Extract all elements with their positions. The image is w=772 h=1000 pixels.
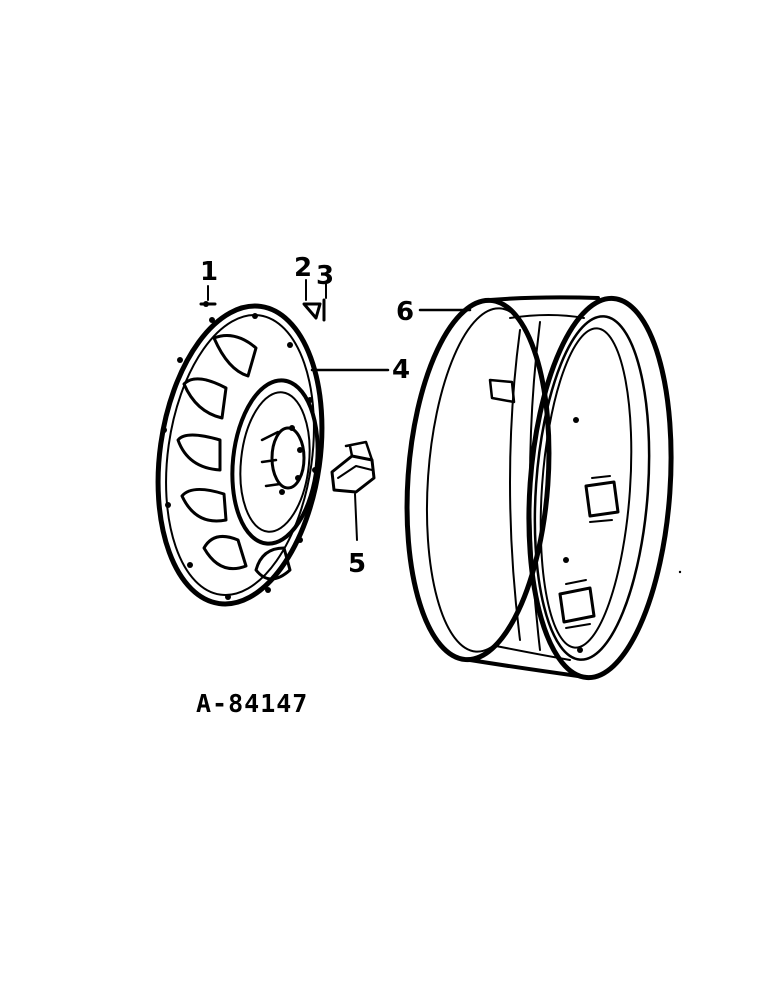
callout-3: 3	[316, 261, 334, 291]
callout-5: 5	[348, 549, 366, 579]
clamp-part	[330, 440, 376, 541]
figure-id: A-84147	[196, 689, 308, 718]
leader-lines	[310, 308, 472, 372]
nut-washer-part	[302, 279, 327, 322]
callout-2: 2	[294, 253, 312, 283]
speck-mark	[678, 570, 682, 574]
callout-4: 4	[392, 355, 410, 385]
disc-rivets	[161, 313, 318, 600]
disc-spoke-windows	[176, 334, 292, 581]
callout-labels: 1 2 3 4 5 6	[200, 253, 414, 579]
wheel-disc-part	[155, 303, 325, 607]
callout-6: 6	[396, 297, 414, 327]
callout-1: 1	[200, 257, 218, 287]
wheel-rim-part	[404, 295, 674, 681]
bolt-part	[199, 285, 217, 307]
